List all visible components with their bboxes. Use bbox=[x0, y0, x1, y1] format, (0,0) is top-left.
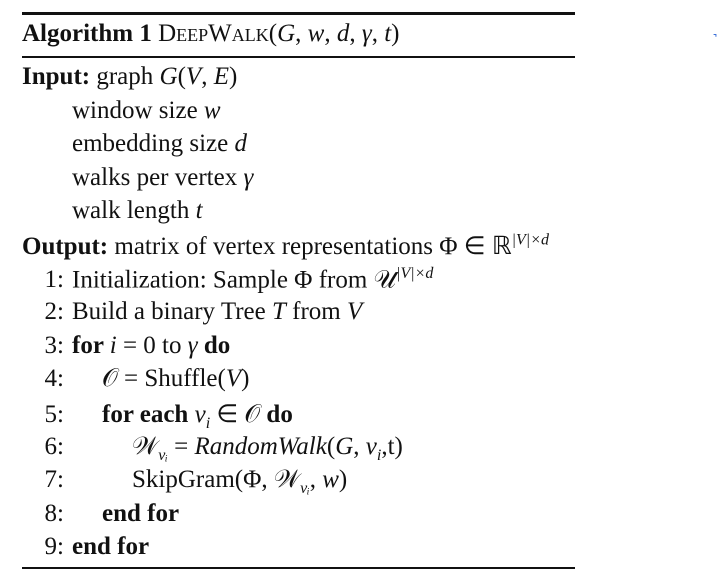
text-segment: embedding size bbox=[72, 130, 235, 158]
algorithm-line: 5: for each vi ∈ 𝒪 do bbox=[22, 399, 293, 432]
text-segment: ) bbox=[338, 466, 348, 494]
algorithm-line: 8: end for bbox=[22, 499, 180, 533]
text-segment: G bbox=[277, 20, 296, 47]
text-segment: , bbox=[295, 20, 308, 47]
text-segment: vᵢ bbox=[300, 480, 310, 498]
text-segment: ( bbox=[268, 20, 278, 47]
text-segment: RandomWalk bbox=[194, 432, 327, 460]
line-number: 2: bbox=[44, 298, 64, 326]
text-segment: Output: bbox=[22, 233, 109, 260]
text-segment: γ bbox=[243, 163, 254, 191]
algorithm-line: Output: matrix of vertex representations… bbox=[22, 231, 549, 264]
bottom-rule bbox=[22, 567, 575, 569]
text-segment: ) bbox=[228, 63, 238, 90]
text-segment: Initialization: Sample Φ from 𝒰 bbox=[72, 265, 397, 293]
text-segment: from bbox=[285, 298, 348, 326]
text-segment: end for bbox=[102, 499, 180, 527]
text-segment: V bbox=[347, 298, 363, 326]
text-segment: = bbox=[167, 432, 195, 460]
text-segment: V bbox=[185, 63, 202, 90]
text-segment: ∈ 𝒪 bbox=[210, 401, 267, 428]
text-segment: do bbox=[266, 401, 293, 428]
text-segment: = 0 to bbox=[116, 331, 188, 359]
top-rule bbox=[22, 12, 575, 15]
text-segment: |V|×d bbox=[396, 264, 434, 282]
line-number: 4: bbox=[44, 365, 64, 393]
text-segment: Algorithm 1 bbox=[22, 20, 159, 47]
header-rule bbox=[22, 56, 575, 58]
line-number: 8: bbox=[44, 499, 64, 527]
line-number: 7: bbox=[44, 466, 64, 494]
text-segment: ,t) bbox=[381, 432, 403, 460]
text-segment: ) bbox=[241, 365, 250, 393]
text-segment: matrix of vertex representations Φ ∈ ℝ bbox=[108, 233, 512, 260]
line-number: 3: bbox=[44, 331, 64, 359]
text-segment: i bbox=[109, 331, 117, 359]
text-segment: ( bbox=[177, 63, 186, 90]
text-segment: graph bbox=[90, 63, 160, 90]
algorithm-line: walks per vertex γ bbox=[22, 164, 253, 197]
text-segment: , bbox=[309, 466, 323, 494]
text-segment: |V|×d bbox=[511, 231, 549, 249]
text-segment: , bbox=[201, 63, 214, 90]
text-segment: walks per vertex bbox=[72, 163, 244, 191]
text-segment: , bbox=[371, 20, 385, 47]
algorithm-line: 4: 𝒪 = Shuffle(V) bbox=[22, 365, 250, 398]
algorithm-title: Algorithm 1 DeepWalk(G, w, d, γ, t) bbox=[22, 20, 399, 48]
algorithm-line: Input: graph G(V, E) bbox=[22, 63, 237, 96]
text-segment: , bbox=[349, 20, 362, 47]
text-segment: walk length bbox=[72, 197, 196, 225]
text-segment: SkipGram(Φ, 𝒲 bbox=[132, 466, 301, 494]
algorithm-line: window size w bbox=[22, 97, 221, 130]
algorithm-line: 6: 𝒲vᵢ = RandomWalk(G, vi,t) bbox=[22, 433, 403, 466]
algorithm-line: 2: Build a binary Tree T from V bbox=[22, 298, 363, 331]
text-segment: Input: bbox=[22, 63, 91, 90]
line-number: 9: bbox=[44, 533, 64, 561]
text-segment: T bbox=[272, 298, 286, 326]
algorithm-line: 1: Initialization: Sample Φ from 𝒰|V|×d bbox=[22, 264, 434, 298]
text-segment: E bbox=[213, 63, 229, 90]
text-segment: t bbox=[195, 197, 203, 225]
text-segment: ( bbox=[326, 432, 336, 460]
text-segment: t bbox=[384, 20, 392, 47]
text-segment: window size bbox=[72, 96, 204, 124]
text-segment: i bbox=[205, 415, 211, 432]
text-segment: for bbox=[72, 331, 110, 359]
line-number: 1: bbox=[44, 265, 64, 293]
text-segment: ) bbox=[391, 20, 400, 47]
text-segment: 𝒪 = Shuffle( bbox=[102, 365, 226, 393]
text-segment: for each bbox=[102, 401, 195, 428]
text-segment: V bbox=[225, 365, 242, 393]
text-segment: 𝒲 bbox=[132, 432, 159, 460]
algorithm-line: 7: SkipGram(Φ, 𝒲vᵢ, w) bbox=[22, 466, 348, 499]
text-segment: v bbox=[194, 401, 206, 428]
text-segment: end for bbox=[72, 533, 150, 561]
algorithm-line: 9: end for bbox=[22, 533, 150, 566]
text-segment: d bbox=[336, 20, 350, 47]
text-segment: G bbox=[335, 432, 354, 460]
text-segment: i bbox=[376, 446, 382, 464]
text-segment: w bbox=[307, 20, 325, 47]
line-number: 5: bbox=[44, 401, 64, 428]
text-segment: γ bbox=[361, 20, 372, 47]
text-segment: DeepWalk bbox=[158, 20, 269, 47]
algorithm-line: 3: for i = 0 to γ do bbox=[22, 331, 231, 365]
annotation-mark: ˺ bbox=[712, 30, 718, 51]
text-segment: , bbox=[324, 20, 337, 47]
text-segment: γ bbox=[187, 331, 198, 359]
text-segment: Build a binary Tree bbox=[72, 298, 272, 326]
text-segment: v bbox=[365, 432, 377, 460]
text-segment: d bbox=[234, 130, 247, 158]
algorithm-line: embedding size d bbox=[22, 130, 247, 163]
text-segment: w bbox=[322, 466, 339, 494]
line-number: 6: bbox=[44, 432, 64, 460]
text-segment: do bbox=[197, 331, 231, 359]
text-segment: vᵢ bbox=[158, 446, 168, 464]
text-segment: , bbox=[353, 432, 366, 460]
text-segment: w bbox=[203, 96, 221, 124]
text-segment: G bbox=[159, 63, 178, 90]
algorithm-line: walk length t bbox=[22, 197, 203, 230]
